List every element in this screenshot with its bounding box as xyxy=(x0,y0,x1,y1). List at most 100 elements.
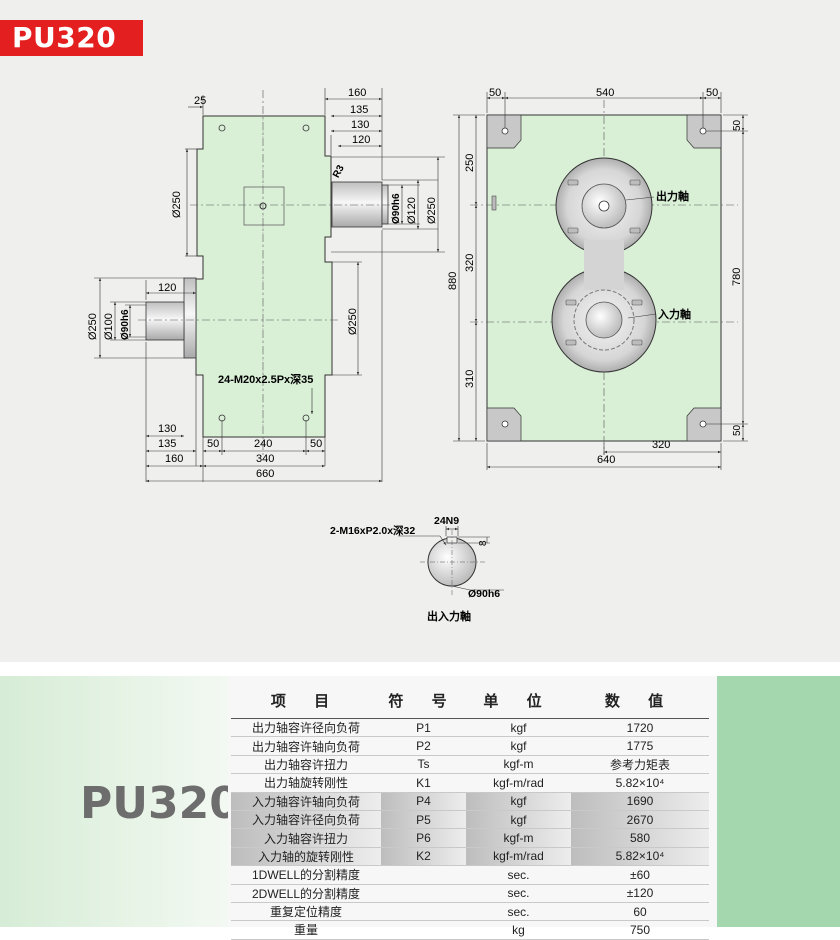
row-unit: kgf-m/rad xyxy=(466,847,571,866)
dim-120: 120 xyxy=(352,134,370,146)
front-view: 出力軸 入力軸 50 540 50 880 250 320 xyxy=(447,87,748,470)
bottom-right-panel xyxy=(717,676,840,927)
tap-note: 24-M20x2.5Px深35 xyxy=(218,372,313,386)
row-item: 入力轴容许扭力 xyxy=(231,828,381,848)
row-item: 重复定位精度 xyxy=(269,905,342,920)
dim-dia250-right: Ø250 xyxy=(426,197,438,224)
spec-section: PU320 项 目 符 号 单 位 数 值 出力轴容许径向负荷 P1 kgf 1720… xyxy=(0,676,840,940)
dim-t540: 540 xyxy=(596,87,614,99)
row-value: ±60 xyxy=(630,867,650,882)
row-symbol xyxy=(381,902,466,920)
dim-l250: 250 xyxy=(464,154,476,172)
table-row: 出力轴容许径向负荷 P1 kgf 1720 xyxy=(231,719,709,737)
output-shaft-label: 出力軸 xyxy=(656,189,689,203)
dim-r3: R3 xyxy=(331,163,347,180)
dim-r50b: 50 xyxy=(732,424,743,436)
dim-b660: 660 xyxy=(256,468,274,480)
dim-dia90h6-in: Ø90h6 xyxy=(120,309,131,340)
row-unit: kgf-m xyxy=(503,757,534,772)
side-housing xyxy=(195,115,333,438)
dim-l880: 880 xyxy=(447,272,459,290)
dim-l320: 320 xyxy=(464,254,476,272)
row-item: 重量 xyxy=(293,923,318,938)
row-item: 出力轴旋转刚性 xyxy=(263,776,348,791)
row-symbol: Ts xyxy=(417,757,430,772)
model-badge: PU320 xyxy=(0,20,143,56)
row-symbol: P6 xyxy=(381,828,466,848)
row-symbol xyxy=(381,866,466,884)
header-item: 项 目 xyxy=(231,682,381,719)
row-item: 2DWELL的分割精度 xyxy=(251,886,361,901)
dim-b240: 240 xyxy=(254,438,272,450)
header-unit: 单 位 xyxy=(466,682,571,719)
dim-130: 130 xyxy=(351,119,369,131)
row-unit: sec. xyxy=(507,886,530,901)
row-item: 1DWELL的分割精度 xyxy=(251,868,361,883)
row-symbol: K1 xyxy=(416,775,431,790)
row-item: 入力轴容许径向负荷 xyxy=(231,810,381,829)
row-value: 1690 xyxy=(571,792,709,811)
dim-dia120: Ø120 xyxy=(406,197,418,224)
spec-table: 项 目 符 号 单 位 数 值 出力轴容许径向负荷 P1 kgf 1720 出力轴容许轴… xyxy=(231,682,709,940)
row-value: 750 xyxy=(629,922,651,937)
dim-b50b: 50 xyxy=(310,438,322,450)
row-item: 出力轴容许轴向负荷 xyxy=(251,739,360,754)
dim-b340: 340 xyxy=(256,453,274,465)
dim-l310: 310 xyxy=(464,370,476,388)
dim-dia250-in: Ø250 xyxy=(87,313,99,340)
technical-drawings: 25 160 135 130 120 R3 Ø250 Ø90h6 Ø120 Ø2… xyxy=(87,87,748,623)
side-input-shaft xyxy=(183,277,197,359)
row-symbol: P2 xyxy=(416,739,431,754)
row-unit: kgf-m xyxy=(466,828,571,848)
dim-in-120: 120 xyxy=(158,282,176,294)
spec-table-header: 项 目 符 号 单 位 数 值 xyxy=(231,682,709,719)
bottom-model-title: PU320 xyxy=(80,778,240,829)
row-unit: kgf xyxy=(510,739,527,754)
dim-b320: 320 xyxy=(652,439,670,451)
dim-25: 25 xyxy=(194,95,206,107)
dim-t50a: 50 xyxy=(489,87,501,99)
spline-note: 24N9 xyxy=(434,515,459,527)
row-value: 5.82×10⁴ xyxy=(571,847,709,866)
row-unit: kgf xyxy=(510,720,527,735)
header-value: 数 值 xyxy=(571,682,709,719)
row-symbol: P1 xyxy=(416,720,431,735)
row-item: 入力轴容许轴向负荷 xyxy=(231,792,381,811)
row-value: 参考力矩表 xyxy=(609,757,670,772)
row-value: 1720 xyxy=(626,720,654,735)
side-output-shaft xyxy=(331,181,383,228)
row-symbol: K2 xyxy=(381,847,466,866)
shaft-caption: 出入力軸 xyxy=(427,609,471,623)
gear-housing-outline xyxy=(551,157,657,373)
row-unit: sec. xyxy=(507,904,530,919)
header-symbol: 符 号 xyxy=(381,682,466,719)
shaft-diameter: Ø90h6 xyxy=(468,588,500,600)
side-view: 25 160 135 130 120 R3 Ø250 Ø90h6 Ø120 Ø2… xyxy=(87,87,445,483)
dim-b50a: 50 xyxy=(207,438,219,450)
row-symbol: P5 xyxy=(381,810,466,829)
dim-b640: 640 xyxy=(597,454,615,466)
row-item: 出力轴容许径向负荷 xyxy=(251,721,360,736)
dim-b130: 130 xyxy=(158,423,176,435)
row-symbol xyxy=(381,884,466,902)
row-value: 5.82×10⁴ xyxy=(615,775,665,790)
shaft-detail: 2-M16xP2.0x深32 24N9 8 Ø90h6 出入力軸 xyxy=(330,515,504,623)
bottom-left-panel: PU320 xyxy=(0,676,240,927)
dim-160: 160 xyxy=(348,87,366,99)
table-row: 出力轴容许扭力 Ts kgf-m 参考力矩表 xyxy=(231,755,709,774)
dim-dia90h6: Ø90h6 xyxy=(391,193,402,224)
row-symbol xyxy=(381,921,466,939)
dim-b160: 160 xyxy=(165,453,183,465)
thread-note: 2-M16xP2.0x深32 xyxy=(330,524,415,537)
dim-dia250-mid: Ø250 xyxy=(347,308,359,335)
row-item: 出力轴容许扭力 xyxy=(263,757,348,772)
row-symbol: P4 xyxy=(381,792,466,811)
dim-dia100: Ø100 xyxy=(103,313,115,340)
